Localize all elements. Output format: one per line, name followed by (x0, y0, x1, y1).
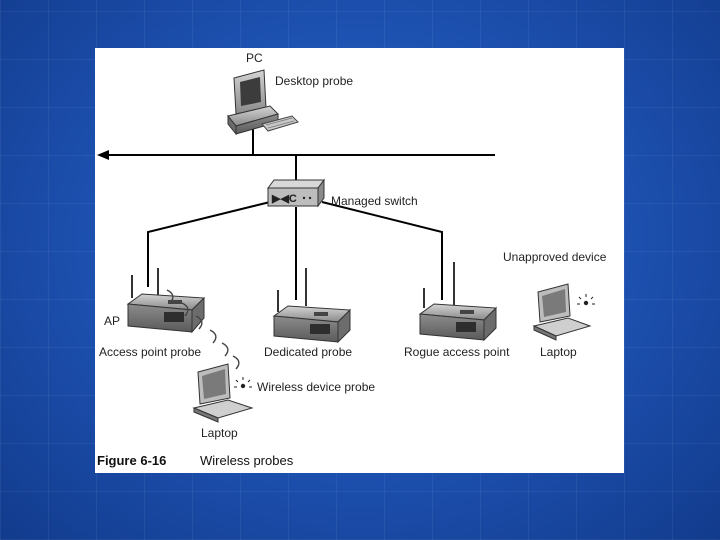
figure-title: Wireless probes (200, 453, 294, 468)
backbone-arrow-head (97, 150, 109, 160)
figure-number: Figure 6-16 (97, 453, 166, 468)
managed-switch-label: Managed switch (331, 194, 418, 208)
access-point-probe-label: Access point probe (99, 345, 201, 359)
svg-text:▶◀C: ▶◀C (271, 193, 297, 205)
laptop-label-right: Laptop (540, 345, 577, 359)
laptop-wireless-probe-icon (194, 364, 252, 422)
cable-to-access-point (148, 202, 270, 287)
rogue-access-point-icon (420, 262, 496, 340)
dedicated-probe-label: Dedicated probe (264, 345, 352, 359)
unapproved-device-label: Unapproved device (503, 250, 607, 264)
laptop-label-bottom: Laptop (201, 426, 238, 440)
cable-to-rogue-ap (322, 202, 442, 300)
laptop-unapproved-icon (534, 284, 595, 340)
rogue-access-point-label: Rogue access point (404, 345, 510, 359)
access-point-icon (128, 268, 204, 332)
desktop-probe-label: Desktop probe (275, 74, 353, 88)
pc-label: PC (246, 51, 263, 65)
ap-label: AP (104, 314, 120, 328)
wireless-device-probe-label: Wireless device probe (257, 380, 375, 394)
managed-switch-icon: ▶◀C (268, 180, 324, 206)
network-cabling (97, 128, 495, 300)
dedicated-probe-icon (274, 268, 350, 342)
